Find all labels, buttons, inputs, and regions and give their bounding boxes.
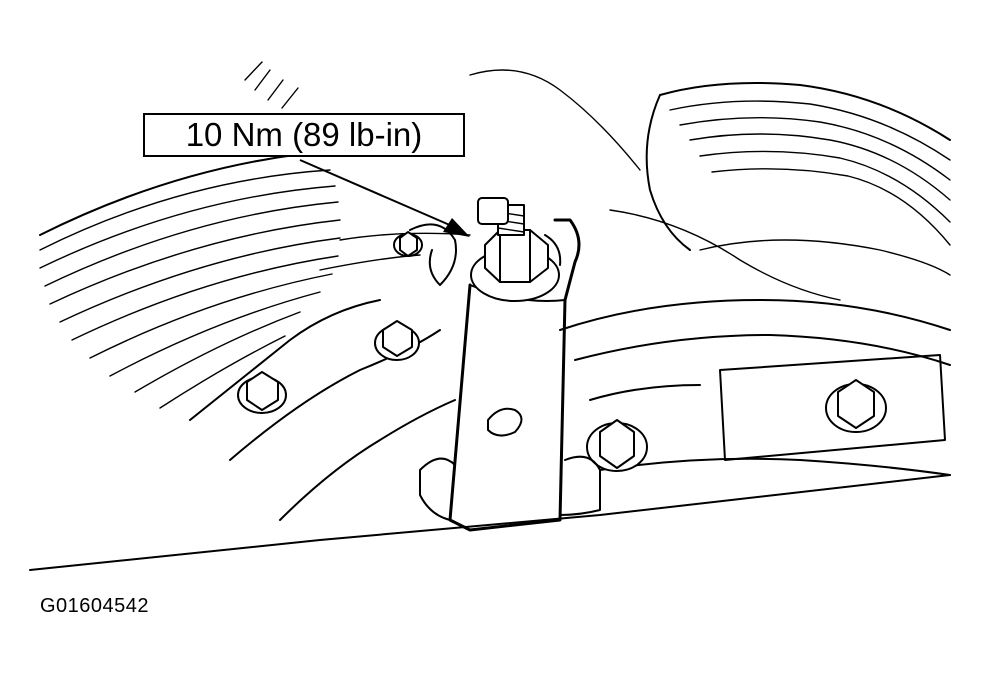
torque-callout: 10 Nm (89 lb-in) (143, 113, 465, 157)
base-edge (29, 474, 951, 571)
bolt-left-lower (237, 371, 287, 414)
leader-arrow (299, 159, 470, 237)
bolt-small-clip (393, 231, 423, 257)
bolt-left-middle (374, 320, 420, 361)
engine-block (189, 209, 951, 521)
pulley-left (39, 61, 346, 409)
wire-clip (409, 223, 457, 286)
bolt-right (825, 379, 887, 433)
pulley-right (469, 69, 951, 251)
figure-id: G01604542 (40, 595, 150, 617)
bolt-center-lower (586, 419, 648, 472)
stud-and-nut (470, 197, 560, 302)
